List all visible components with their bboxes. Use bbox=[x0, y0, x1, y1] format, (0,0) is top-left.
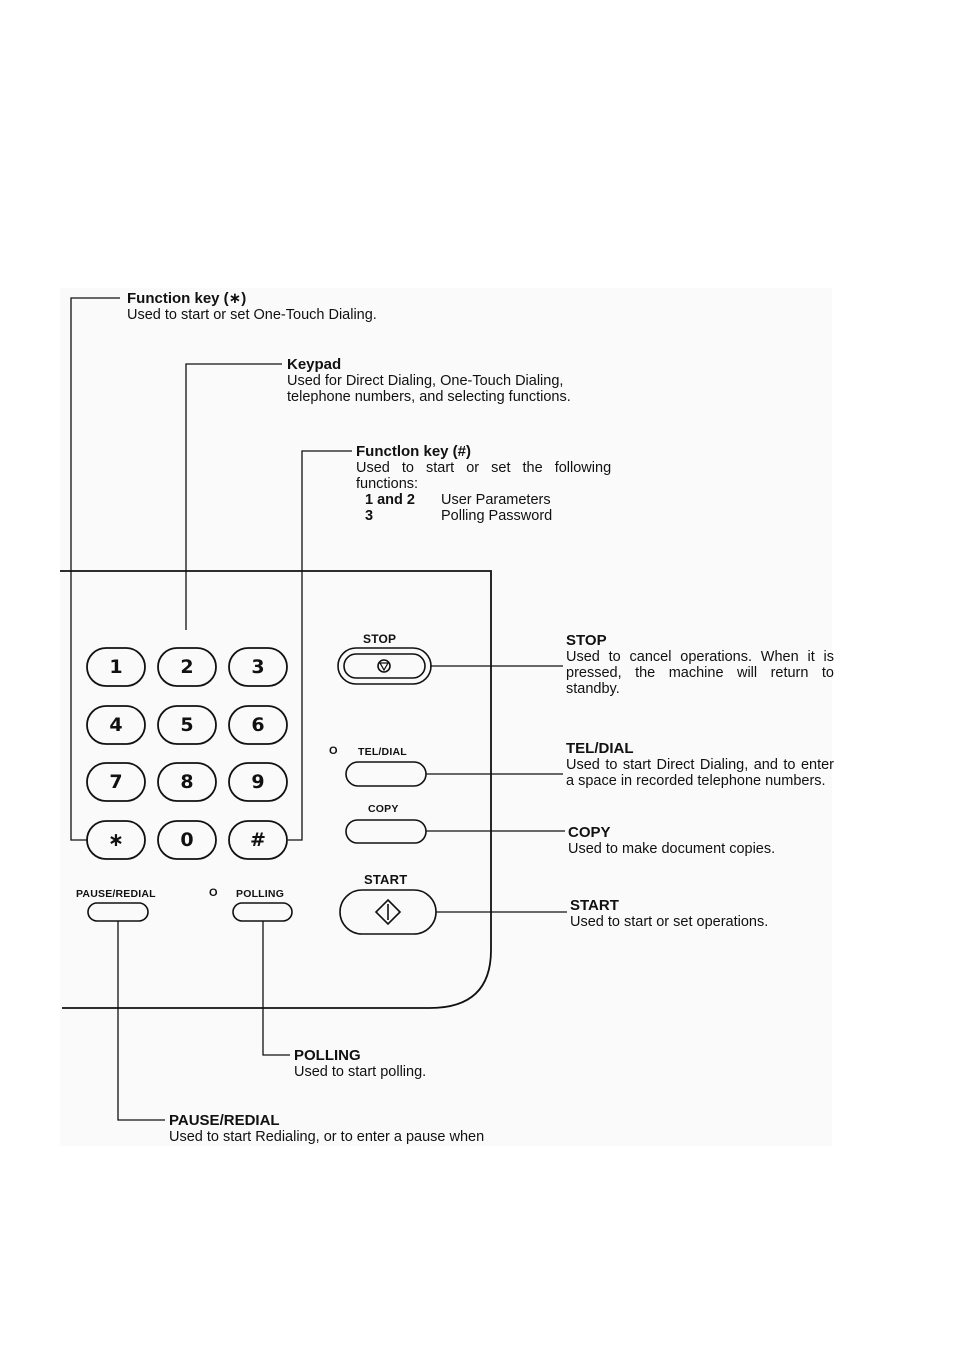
leader-function-hash bbox=[288, 450, 352, 841]
function-hash-desc-line1: Used to start or set the following bbox=[356, 460, 612, 476]
keypad-desc-line2: telephone numbers, and selecting functio… bbox=[287, 389, 571, 405]
function-hash-row-2-key: 3 bbox=[365, 508, 374, 524]
copy-key-label: COPY bbox=[368, 803, 399, 815]
copy-desc: Used to make document copies. bbox=[568, 841, 776, 857]
keypad-key-8[interactable]: 8 bbox=[180, 771, 194, 793]
callout-function-hash: Functlon key (#) Used to start or set th… bbox=[356, 443, 628, 525]
keypad-key-7[interactable]: 7 bbox=[109, 771, 123, 793]
polling-indicator-light: O bbox=[209, 887, 218, 899]
tel-dial-title: TEL/DIAL bbox=[566, 740, 634, 757]
keypad-keys-outlines bbox=[86, 647, 288, 860]
leader-function-star bbox=[70, 297, 120, 841]
keypad-key-star[interactable]: ∗ bbox=[108, 829, 124, 851]
start-button-shape bbox=[339, 889, 437, 935]
stop-key-label: STOP bbox=[363, 632, 397, 646]
keypad-key-5[interactable]: 5 bbox=[180, 714, 194, 736]
callout-pause-redial: PAUSE/REDIAL Used to start Redialing, or… bbox=[169, 1112, 485, 1146]
function-hash-row-1-key: 1 and 2 bbox=[365, 492, 415, 508]
keypad-key-9[interactable]: 9 bbox=[251, 771, 265, 793]
tel-dial-button-shape bbox=[345, 761, 427, 787]
pause-redial-title: PAUSE/REDIAL bbox=[169, 1112, 280, 1129]
leader-keypad bbox=[185, 363, 282, 630]
callout-keypad: Keypad Used for Direct Dialing, One-Touc… bbox=[287, 356, 571, 406]
tel-dial-indicator-light: O bbox=[329, 745, 338, 757]
panel-outline bbox=[60, 570, 492, 1009]
function-hash-row-2-value: Polling Password bbox=[441, 508, 553, 524]
polling-button-shape bbox=[232, 902, 293, 922]
start-desc: Used to start or set operations. bbox=[570, 914, 769, 930]
callout-function-star: Function key (∗) Used to start or set On… bbox=[127, 290, 377, 324]
keypad-key-6[interactable]: 6 bbox=[251, 714, 265, 736]
stop-button-shape bbox=[337, 647, 432, 685]
callout-start: START Used to start or set operations. bbox=[570, 897, 769, 931]
keypad-key-2[interactable]: 2 bbox=[180, 656, 194, 678]
polling-desc: Used to start polling. bbox=[294, 1064, 427, 1080]
tel-dial-key-label: TEL/DIAL bbox=[358, 746, 407, 758]
keypad-key-4[interactable]: 4 bbox=[109, 714, 123, 736]
keypad-desc-line1: Used for Direct Dialing, One-Touch Diali… bbox=[287, 373, 564, 389]
polling-key-label: POLLING bbox=[236, 888, 285, 900]
keypad-key-1[interactable]: 1 bbox=[109, 656, 123, 678]
panel-background bbox=[60, 288, 832, 1146]
stop-title: STOP bbox=[566, 632, 607, 649]
copy-title: COPY bbox=[568, 824, 611, 841]
function-hash-row-2: 3 Polling Password bbox=[356, 508, 628, 524]
function-hash-row-1: 1 and 2 User Parameters bbox=[356, 492, 628, 508]
keypad-key-3[interactable]: 3 bbox=[251, 656, 265, 678]
copy-button-shape bbox=[345, 819, 427, 844]
keypad-key-0[interactable]: 0 bbox=[180, 829, 194, 851]
callout-polling: POLLING Used to start polling. bbox=[294, 1047, 427, 1081]
start-title: START bbox=[570, 897, 619, 914]
callout-stop: STOP Used to cancel operations. When it … bbox=[566, 632, 834, 698]
keypad-title: Keypad bbox=[287, 356, 342, 373]
leader-pause-redial bbox=[117, 921, 165, 1121]
start-key-label: START bbox=[364, 872, 408, 887]
tel-dial-desc: Used to start Direct Dialing, and to ent… bbox=[566, 757, 834, 789]
function-hash-row-1-value: User Parameters bbox=[441, 492, 551, 508]
callout-tel-dial: TEL/DIAL Used to start Direct Dialing, a… bbox=[566, 740, 834, 790]
leader-polling bbox=[262, 921, 290, 1056]
function-hash-desc-line2: functions: bbox=[356, 476, 419, 492]
stop-desc: Used to cancel operations. When it is pr… bbox=[566, 649, 834, 697]
pause-redial-key-label: PAUSE/REDIAL bbox=[76, 888, 156, 900]
polling-title: POLLING bbox=[294, 1047, 361, 1064]
pause-redial-desc: Used to start Redialing, or to enter a p… bbox=[169, 1129, 485, 1145]
function-star-desc: Used to start or set One-Touch Dialing. bbox=[127, 307, 377, 323]
callout-copy: COPY Used to make document copies. bbox=[568, 824, 776, 858]
keypad-key-hash[interactable]: # bbox=[250, 829, 266, 851]
pause-redial-button-shape bbox=[87, 902, 149, 922]
function-star-title: Function key (∗) bbox=[127, 290, 247, 307]
function-hash-title: Functlon key (#) bbox=[356, 443, 472, 460]
